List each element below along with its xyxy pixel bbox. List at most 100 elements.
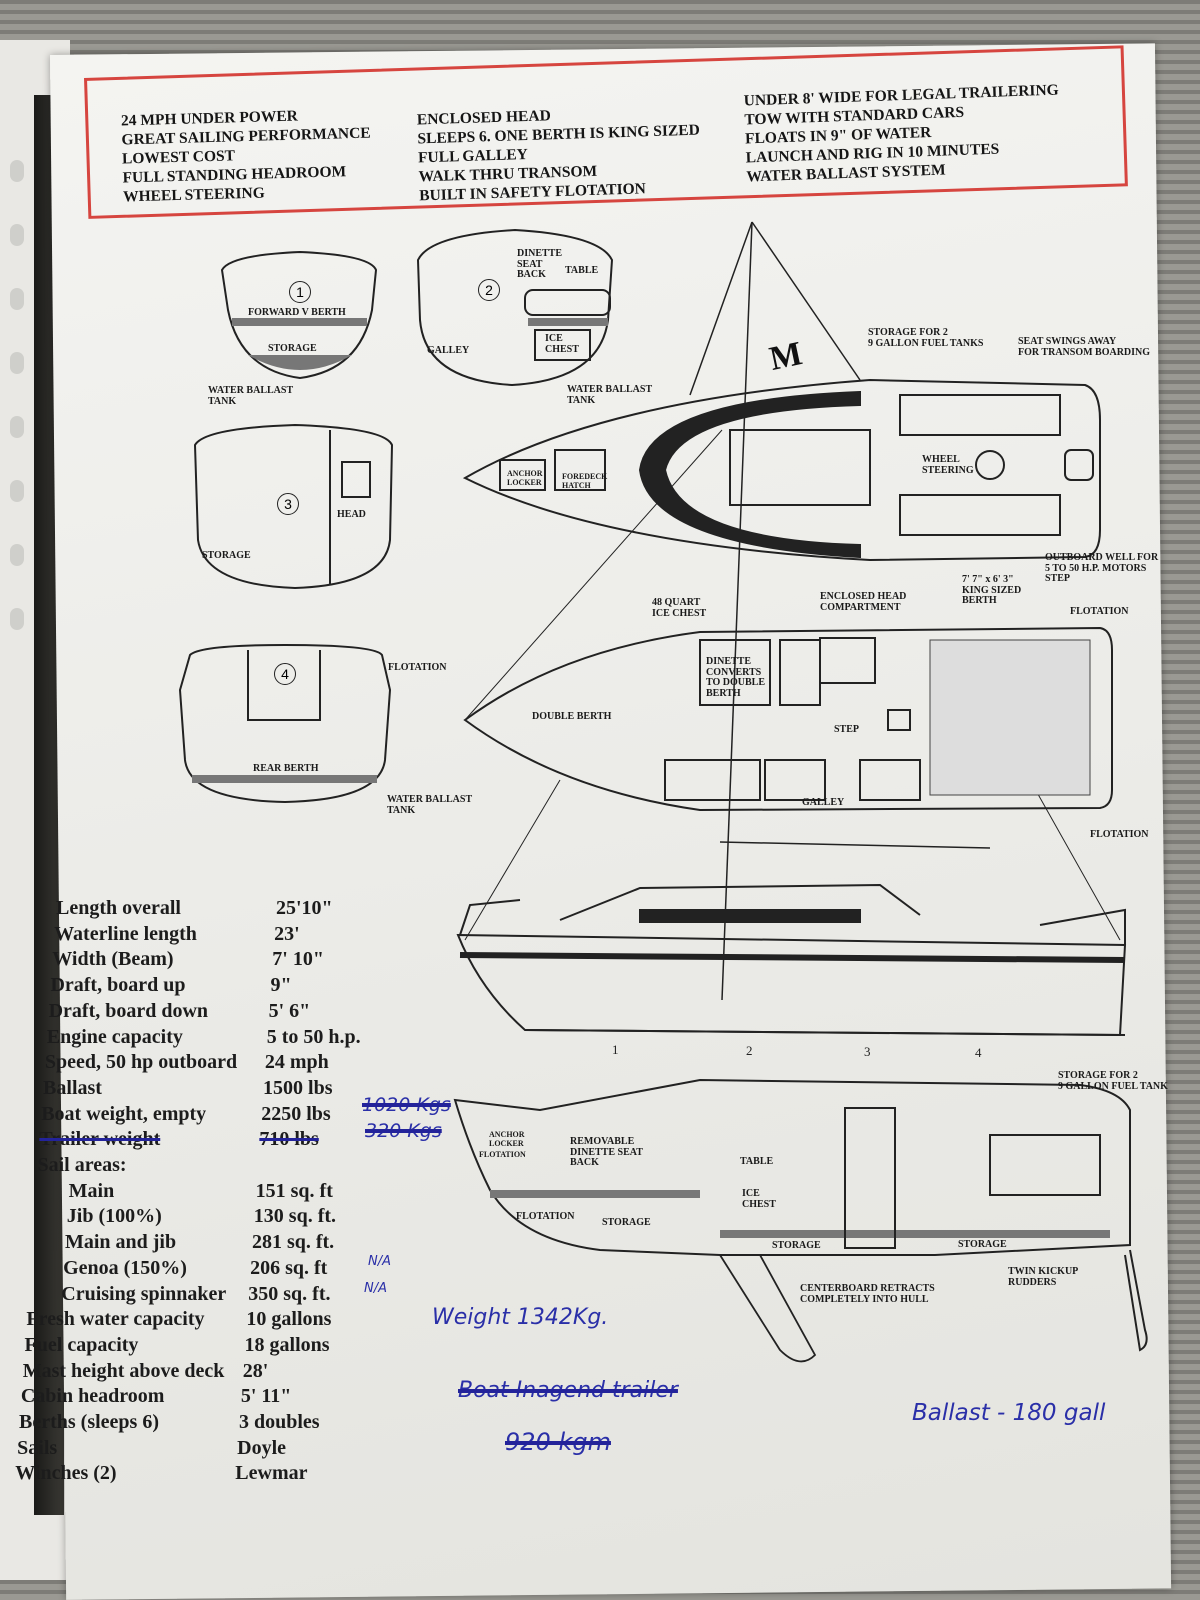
spec-label: Mast height above deck — [22, 1359, 225, 1382]
spec-value: 281 sq. ft. — [251, 1231, 335, 1254]
station-1: 1 — [612, 1042, 619, 1057]
label-king-berth: 7' 7" x 6' 3" KING SIZED BERTH — [962, 574, 1022, 606]
section-1-outline — [220, 250, 378, 380]
handwritten-struck-weight-2: 320 Kgs — [365, 1120, 442, 1142]
spec-value: 151 sq. ft — [255, 1179, 333, 1202]
label-anchor-locker: ANCHOR LOCKER — [489, 1130, 525, 1148]
spec-label: Trailer weight — [39, 1128, 161, 1151]
label-ice-chest: ICE CHEST — [545, 333, 579, 355]
section-4-number: 4 — [274, 663, 296, 685]
spec-value: 25'10" — [276, 897, 333, 919]
handwritten-ballast: Ballast - 180 gall — [912, 1400, 1106, 1426]
spec-label: Main — [68, 1179, 115, 1202]
spec-label: Jib (100%) — [66, 1205, 162, 1228]
spec-value: 1500 lbs — [263, 1076, 333, 1099]
spec-value: 5' 6" — [268, 999, 311, 1022]
label-dinette-converts: DINETTE CONVERTS TO DOUBLE BERTH — [706, 656, 765, 699]
label-wheel-steering: WHEEL STEERING — [922, 454, 974, 476]
spec-label: Boat weight, empty — [41, 1102, 207, 1125]
spec-value: 710 lbs — [259, 1128, 319, 1151]
spec-value: 10 gallons — [246, 1308, 332, 1331]
label-storage: STORAGE — [202, 550, 251, 561]
spec-label: Genoa (150%) — [63, 1256, 187, 1279]
label-double-berth: DOUBLE BERTH — [532, 711, 612, 722]
label-step: STEP — [834, 724, 860, 735]
label-water-ballast-tank: WATER BALLAST TANK — [387, 794, 473, 816]
spec-value: 130 sq. ft. — [253, 1205, 337, 1228]
label-table: TABLE — [740, 1156, 774, 1167]
spec-label: Sail areas: — [37, 1154, 127, 1176]
handwritten-struck-weight-1: 1020 Kgs — [362, 1094, 451, 1116]
label-storage: STORAGE — [268, 343, 317, 354]
inboard-profile-hull — [453, 1078, 1131, 1256]
section-1-number: 1 — [289, 281, 311, 303]
deck-plan-outline — [462, 378, 1101, 562]
spec-label: Winches (2) — [15, 1462, 117, 1485]
spec-label: Draft, board down — [48, 999, 209, 1022]
spec-label: Main and jib — [64, 1231, 177, 1254]
spec-value: 3 doubles — [239, 1411, 320, 1433]
label-table: TABLE — [565, 265, 599, 276]
label-galley: GALLEY — [802, 797, 845, 808]
label-ice-chest: ICE CHEST — [742, 1188, 776, 1210]
station-4: 4 — [975, 1045, 982, 1060]
section-3-number: 3 — [277, 493, 299, 515]
spec-label: Draft, board up — [50, 974, 186, 997]
spec-label: Length overall — [56, 897, 181, 919]
section-4-outline — [178, 643, 392, 804]
interior-plan-outline — [463, 626, 1113, 812]
label-48-quart-ice-chest: 48 QUART ICE CHEST — [652, 597, 707, 619]
label-storage: STORAGE — [772, 1240, 821, 1251]
spec-label: Width (Beam) — [52, 948, 174, 971]
spec-label: Ballast — [43, 1076, 102, 1099]
spec-label: Sails — [17, 1436, 58, 1459]
handwritten-na-genoa: N/A — [368, 1254, 391, 1269]
label-anchor-flotation: FLOTATION — [479, 1150, 526, 1159]
label-removable-seat-back: REMOVABLE DINETTE SEAT BACK — [570, 1136, 643, 1168]
label-anchor-locker: ANCHOR LOCKER — [507, 469, 543, 487]
section-2-number: 2 — [478, 279, 500, 301]
spec-value: 2250 lbs — [261, 1102, 331, 1125]
label-water-ballast-tank: WATER BALLAST TANK — [567, 384, 653, 406]
label-flotation: FLOTATION — [1090, 829, 1149, 840]
label-storage: STORAGE — [602, 1217, 651, 1228]
spec-label: Cabin headroom — [20, 1385, 165, 1408]
spec-label: Waterline length — [54, 922, 197, 945]
label-enclosed-head: ENCLOSED HEAD COMPARTMENT — [820, 591, 907, 613]
handwritten-na-spinnaker: N/A — [364, 1281, 387, 1296]
spec-label: Berths (sleeps 6) — [19, 1411, 159, 1433]
handwritten-struck-note: Boat Inagend trailer — [458, 1378, 678, 1403]
spec-value: 5' 11" — [240, 1385, 292, 1408]
spec-value: 5 to 50 h.p. — [266, 1025, 361, 1048]
spec-value: 18 gallons — [244, 1333, 330, 1356]
label-head: HEAD — [337, 509, 366, 520]
spec-value: Lewmar — [235, 1462, 308, 1485]
section-3-outline — [193, 423, 394, 590]
berth-hatch — [232, 318, 367, 326]
label-forward-v-berth: FORWARD V BERTH — [248, 307, 346, 318]
spec-value: 350 sq. ft. — [248, 1282, 331, 1305]
label-dinette-seat-back: DINETTE SEAT BACK — [517, 248, 563, 280]
side-profile-hull — [456, 933, 1127, 1037]
spec-value: Doyle — [237, 1436, 287, 1459]
label-galley: GALLEY — [427, 345, 470, 356]
ballast-hatch — [248, 355, 352, 370]
label-outboard-well: OUTBOARD WELL FOR 5 TO 50 H.P. MOTORS ST… — [1045, 552, 1159, 584]
label-fuel-storage: STORAGE FOR 2 9 GALLON FUEL TANKS — [868, 327, 984, 349]
handwritten-weight: Weight 1342Kg. — [432, 1305, 609, 1330]
handwritten-struck-kgm: 920 kgm — [505, 1428, 611, 1456]
spec-label: Fuel capacity — [24, 1333, 139, 1356]
label-foredeck-hatch: FOREDECK HATCH — [562, 472, 608, 490]
label-fuel-tank-storage: STORAGE FOR 2 9 GALLON FUEL TANK — [1058, 1070, 1168, 1092]
label-flotation: FLOTATION — [388, 662, 447, 673]
spec-label: Cruising spinnaker — [61, 1282, 227, 1305]
label-twin-kickup-rudders: TWIN KICKUP RUDDERS — [1008, 1266, 1079, 1288]
spec-label: Fresh water capacity — [26, 1308, 205, 1331]
spec-value: 23' — [274, 922, 300, 945]
label-flotation: FLOTATION — [1070, 606, 1129, 617]
station-2: 2 — [746, 1043, 753, 1058]
spec-value: 9" — [270, 974, 292, 997]
label-seat-swings: SEAT SWINGS AWAY FOR TRANSOM BOARDING — [1018, 336, 1151, 358]
section-2-outline — [416, 228, 614, 387]
